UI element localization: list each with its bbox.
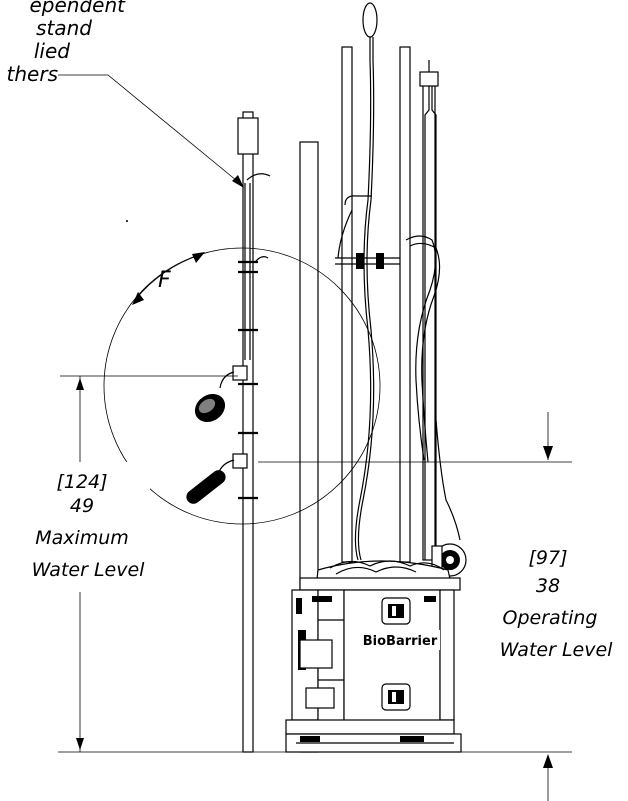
- independent-stand: [237, 111, 271, 753]
- op-level-metric: [97]: [528, 547, 567, 569]
- upper-float-switch: [194, 365, 248, 423]
- max-level-line1: Maximum: [35, 527, 129, 549]
- lower-float-switch: [186, 453, 248, 504]
- op-level-imperial: 38: [536, 575, 560, 597]
- callout-leader: [58, 74, 244, 188]
- brand-logo: BioBarrier: [363, 634, 438, 649]
- callout-text: ependent stand lied thers: [7, 0, 127, 86]
- cross-fitting: [335, 195, 400, 269]
- max-level-metric: [124]: [56, 471, 107, 493]
- op-level-dimension: [258, 412, 572, 801]
- max-level-imperial: 49: [70, 495, 94, 517]
- max-level-line2: Water Level: [32, 559, 146, 581]
- detail-label: F: [158, 268, 171, 293]
- lifting-cord: [354, 2, 378, 561]
- callout-line-1: ependent: [30, 0, 127, 17]
- speck: [126, 220, 128, 222]
- max-level-label: [124] 49 Maximum Water Level: [20, 462, 150, 592]
- tall-pipes: [299, 46, 439, 753]
- op-level-label: [97] 38 Operating Water Level: [500, 547, 614, 661]
- side-hose: [405, 235, 467, 577]
- op-level-line1: Operating: [503, 607, 598, 629]
- callout-line-4: thers: [7, 62, 58, 86]
- op-level-line2: Water Level: [500, 639, 614, 661]
- callout-line-2: stand: [36, 16, 92, 40]
- detail-circle-f: F: [103, 247, 381, 525]
- callout-line-3: lied: [34, 39, 70, 63]
- unit-body: BioBarrier: [285, 560, 462, 753]
